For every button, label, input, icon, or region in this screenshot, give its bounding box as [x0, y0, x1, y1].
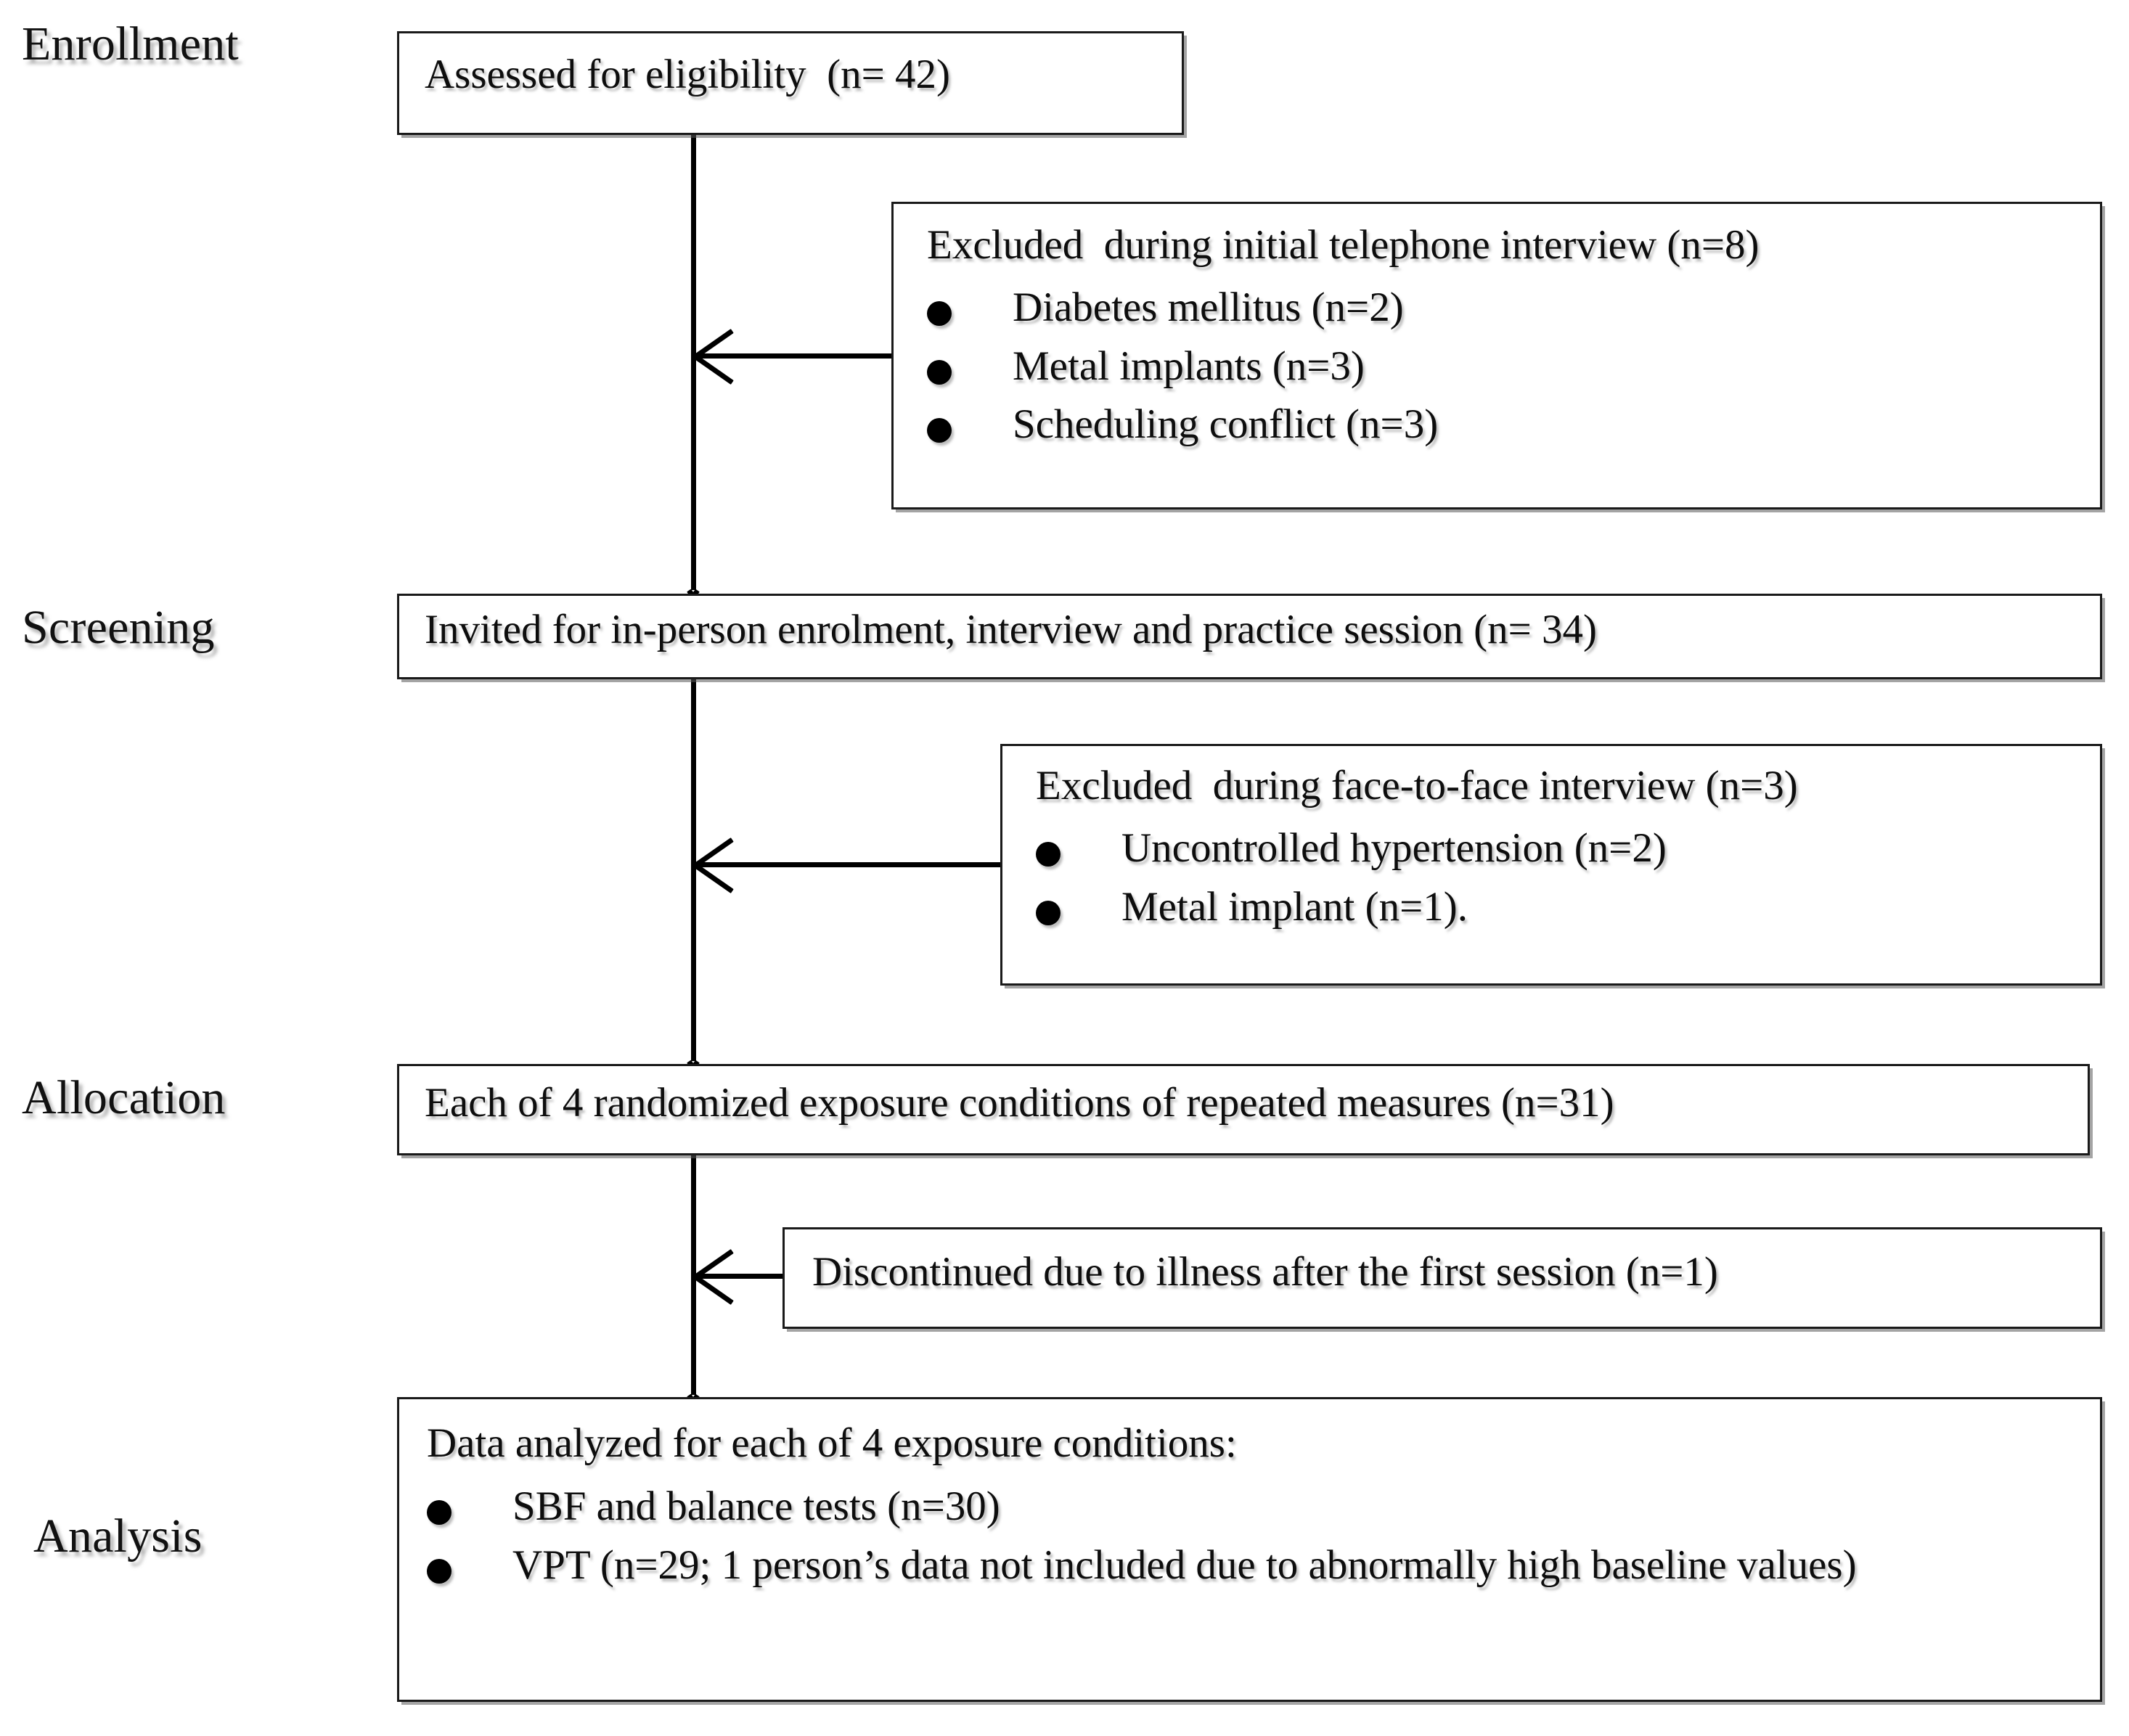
node-assessed-text: Assessed for eligibility (n= 42) [425, 52, 950, 97]
list-item-label: Diabetes mellitus (n=2) [1013, 284, 1404, 330]
node-excluded-face-heading: Excluded during face-to-face interview (… [1036, 763, 1798, 808]
node-discontinued-text: Discontinued due to illness after the fi… [812, 1249, 1718, 1295]
connector-allocation-to-analysis [691, 1155, 696, 1395]
list-item: Uncontrolled hypertension (n=2) [1036, 824, 2081, 873]
connector-excluded-phone [697, 353, 894, 359]
list-item: Metal implants (n=3) [927, 343, 2074, 391]
list-item: VPT (n=29; 1 person’s data not included … [427, 1541, 2075, 1590]
bullet-icon [1036, 900, 1061, 925]
node-excluded-face-list: Uncontrolled hypertension (n=2) Metal im… [1036, 824, 2081, 941]
list-item-label: Scheduling conflict (n=3) [1013, 401, 1439, 448]
list-item-label: Uncontrolled hypertension (n=2) [1121, 825, 1667, 871]
connector-discontinued [697, 1274, 785, 1279]
list-item: Metal implant (n=1). [1036, 883, 2081, 932]
stage-label-analysis: Analysis [33, 1510, 203, 1563]
connector-screening-to-allocation [691, 679, 696, 1061]
list-item: Diabetes mellitus (n=2) [927, 284, 2074, 332]
stage-label-screening: Screening [22, 601, 215, 654]
stage-label-allocation: Allocation [22, 1071, 226, 1124]
list-item-label: Metal implant (n=1). [1121, 883, 1468, 930]
connector-excluded-face [697, 862, 1003, 867]
node-excluded-telephone-heading: Excluded during initial telephone interv… [927, 222, 1760, 268]
bullet-icon [927, 418, 952, 443]
list-item-label: Metal implants (n=3) [1013, 343, 1365, 389]
node-excluded-face-to-face: Excluded during face-to-face interview (… [1000, 744, 2102, 986]
node-assessed-for-eligibility: Assessed for eligibility (n= 42) [397, 31, 1184, 135]
bullet-icon [427, 1558, 451, 1584]
node-allocation-conditions: Each of 4 randomized exposure conditions… [397, 1064, 2090, 1155]
connector-enrollment-to-screening [691, 134, 696, 590]
bullet-icon [927, 359, 952, 385]
list-item-label: SBF and balance tests (n=30) [512, 1483, 1000, 1529]
node-data-analyzed-list: SBF and balance tests (n=30) VPT (n=29; … [427, 1483, 2075, 1600]
stage-label-enrollment: Enrollment [22, 17, 239, 70]
bullet-icon [927, 301, 952, 326]
node-allocation-text: Each of 4 randomized exposure conditions… [425, 1080, 1614, 1126]
node-data-analyzed-heading: Data analyzed for each of 4 exposure con… [427, 1420, 1237, 1466]
list-item: Scheduling conflict (n=3) [927, 401, 2074, 449]
bullet-icon [427, 1500, 451, 1525]
node-discontinued: Discontinued due to illness after the fi… [782, 1227, 2102, 1329]
node-excluded-telephone: Excluded during initial telephone interv… [891, 202, 2102, 509]
node-invited-text: Invited for in-person enrolment, intervi… [425, 607, 1597, 652]
list-item: SBF and balance tests (n=30) [427, 1483, 2075, 1531]
node-data-analyzed: Data analyzed for each of 4 exposure con… [397, 1397, 2102, 1702]
bullet-icon [1036, 842, 1061, 867]
list-item-label: VPT (n=29; 1 person’s data not included … [512, 1541, 1857, 1588]
node-excluded-telephone-list: Diabetes mellitus (n=2) Metal implants (… [927, 284, 2074, 459]
node-invited-in-person: Invited for in-person enrolment, intervi… [397, 594, 2102, 679]
